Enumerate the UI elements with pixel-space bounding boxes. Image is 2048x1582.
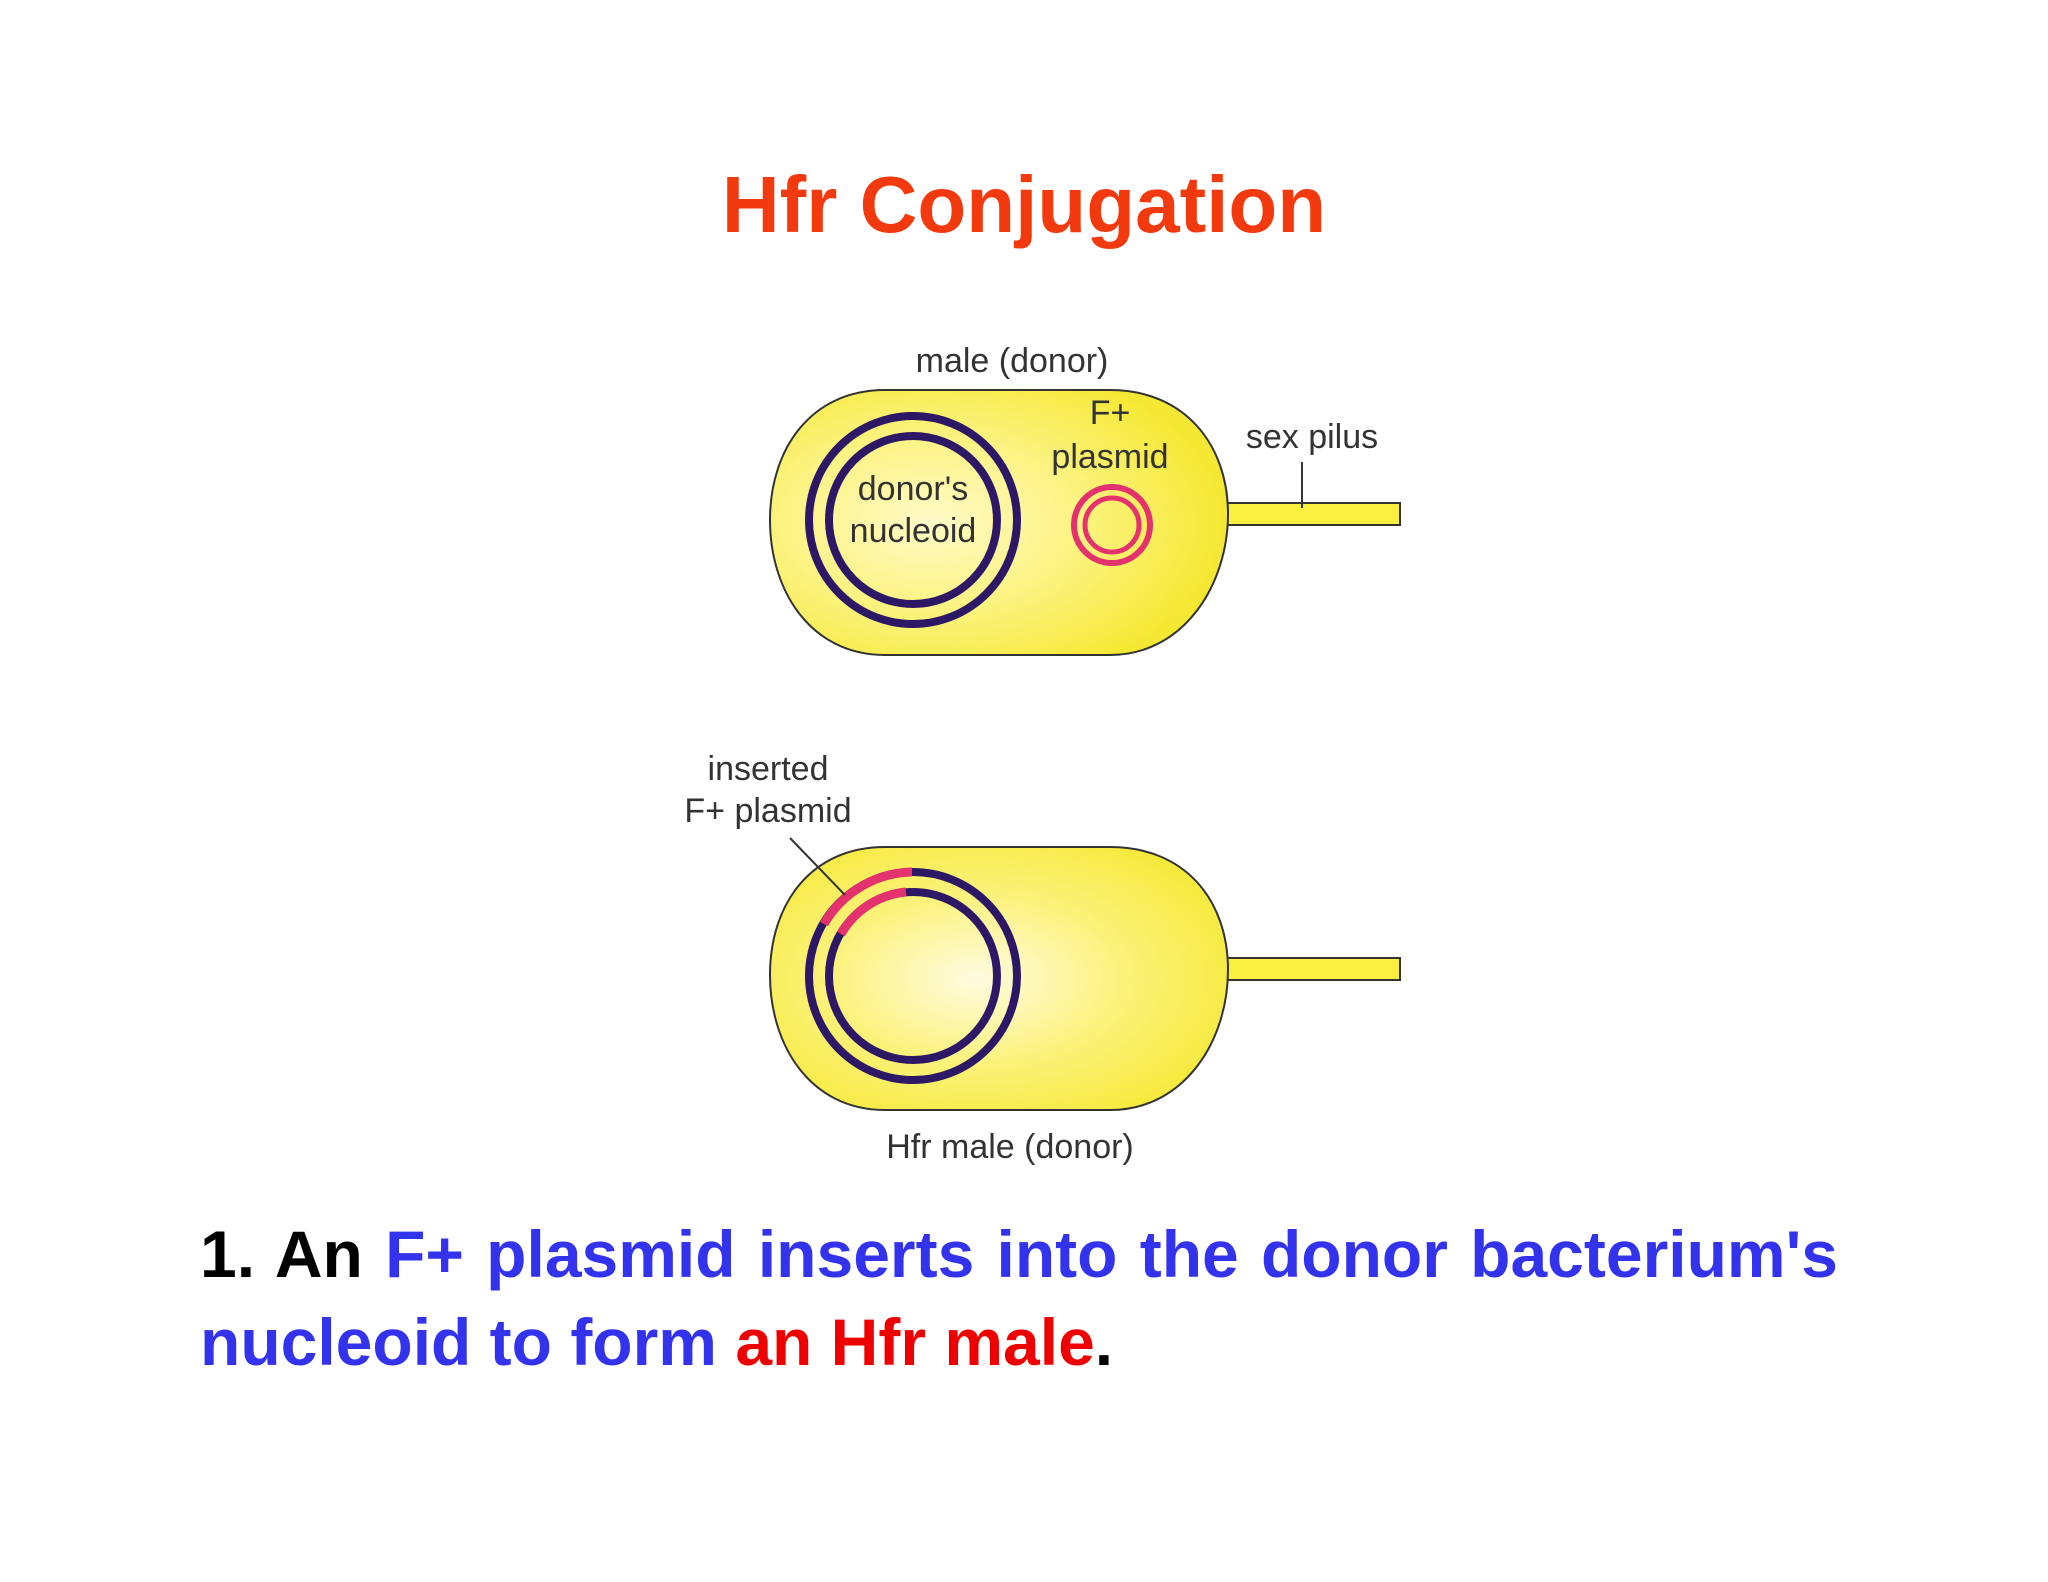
donor-cell [768, 389, 1401, 656]
sex-pilus [1224, 502, 1401, 526]
slide-title: Hfr Conjugation [721, 160, 1327, 249]
inserted-plasmid-outer-arc [820, 867, 913, 927]
bottom-cell-label: Hfr male (donor) [886, 1128, 1134, 1166]
pilus-label: sex pilus [1246, 418, 1378, 456]
caption-blue-text: F+ plasmid inserts into the donor bacter… [200, 1217, 1838, 1379]
caption-end: . [1094, 1305, 1114, 1379]
hfr-nucleoid-outer-ring [805, 868, 1021, 1084]
plasmid-label-line1: F+ [1090, 394, 1131, 432]
inserted-plasmid-inner-arc [837, 887, 907, 937]
f-plasmid-outer [1071, 484, 1153, 566]
hfr-cell [768, 837, 1401, 1111]
hfr-nucleoid-inner-ring [825, 888, 1001, 1064]
inserted-label-line1: inserted [708, 750, 829, 788]
caption: 1. An F+ plasmid inserts into the donor … [200, 1210, 1838, 1386]
caption-number: 1. An [200, 1217, 386, 1291]
caption-red-text: an Hfr male [735, 1305, 1095, 1379]
f-plasmid-inner [1082, 495, 1142, 555]
donor-nucleoid-outer-ring [805, 412, 1021, 628]
top-cell-label: male (donor) [916, 342, 1109, 380]
inserted-label-pointer [789, 837, 846, 896]
plasmid-label-line2: plasmid [1051, 438, 1168, 476]
inserted-label-line2: F+ plasmid [684, 792, 851, 830]
nucleoid-label-line2: nucleoid [850, 512, 977, 550]
hfr-sex-pilus [1224, 957, 1401, 981]
donor-nucleoid-inner-ring [825, 432, 1001, 608]
nucleoid-label-line1: donor's [858, 470, 968, 508]
